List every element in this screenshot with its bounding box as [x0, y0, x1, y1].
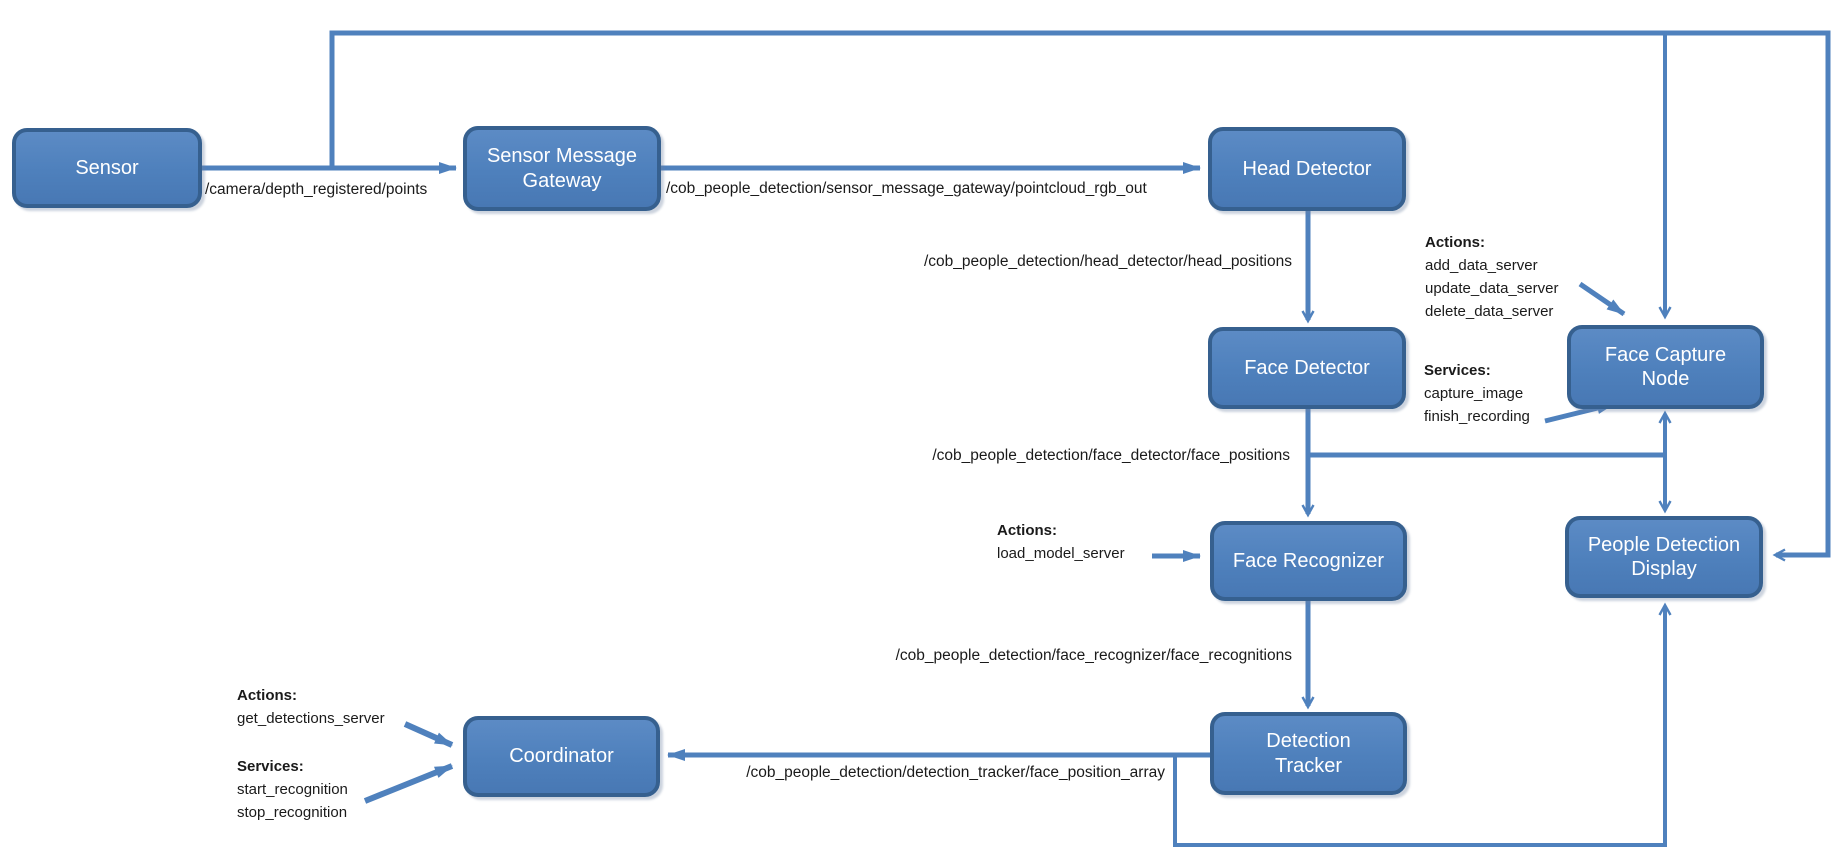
face-capture-services-annotation: Services: capture_image finish_recording	[1424, 359, 1530, 428]
node-sensor-label: Sensor	[75, 156, 139, 179]
annotation-item: capture_image	[1424, 385, 1524, 402]
face-recognizer-actions-annotation: Actions: load_model_server	[997, 519, 1125, 565]
annotation-item: update_data_server	[1425, 280, 1559, 297]
node-face-detector: Face Detector	[1208, 327, 1406, 409]
topic-face-position-array: /cob_people_detection/detection_tracker/…	[746, 764, 1165, 781]
topic-head-positions: /cob_people_detection/head_detector/head…	[924, 253, 1292, 270]
node-face-recognizer: Face Recognizer	[1210, 521, 1407, 601]
annotation-header-actions: Actions:	[1425, 234, 1485, 251]
annotation-header-actions: Actions:	[237, 687, 297, 704]
coordinator-services-annotation: Services: start_recognition stop_recogni…	[237, 755, 348, 824]
annotation-item: add_data_server	[1425, 257, 1538, 274]
node-display-label: People Detection Display	[1587, 533, 1741, 580]
arrow-actions-to-coordinator	[403, 721, 454, 748]
face-capture-actions-annotation: Actions: add_data_server update_data_ser…	[1425, 231, 1558, 323]
coordinator-actions-annotation: Actions: get_detections_server	[237, 684, 385, 730]
arrow-data-server-to-face-capture	[1578, 281, 1626, 317]
annotation-item: load_model_server	[997, 545, 1125, 562]
node-detection-tracker: Detection Tracker	[1210, 712, 1407, 795]
annotation-item: start_recognition	[237, 781, 348, 798]
edge-top-rail-to-display	[329, 30, 1831, 562]
node-face-capture-label: Face Capture Node	[1604, 343, 1727, 390]
node-head-detector: Head Detector	[1208, 127, 1406, 211]
node-detection-tracker-label: Detection Tracker	[1266, 730, 1351, 777]
annotation-item: finish_recording	[1424, 408, 1530, 425]
topic-camera-points: /camera/depth_registered/points	[205, 181, 428, 198]
node-sensor-message-gateway: Sensor Message Gateway	[463, 126, 661, 211]
node-coordinator: Coordinator	[463, 716, 660, 797]
topic-face-positions: /cob_people_detection/face_detector/face…	[932, 447, 1290, 464]
node-face-recognizer-label: Face Recognizer	[1232, 549, 1385, 572]
node-head-detector-label: Head Detector	[1242, 157, 1372, 180]
edge-tracker-to-display	[1173, 602, 1672, 847]
node-gateway-label: Sensor Message Gateway	[486, 145, 638, 192]
arrow-services-to-coordinator	[363, 763, 454, 804]
topic-pointcloud-rgb-out: /cob_people_detection/sensor_message_gat…	[666, 180, 1147, 197]
annotation-header-services: Services:	[1424, 362, 1491, 379]
annotation-item: get_detections_server	[237, 710, 385, 727]
node-coordinator-label: Coordinator	[509, 745, 614, 768]
annotation-header-actions: Actions:	[997, 522, 1057, 539]
topic-face-recognitions: /cob_people_detection/face_recognizer/fa…	[895, 647, 1292, 664]
annotation-header-services: Services:	[237, 758, 304, 775]
node-face-detector-label: Face Detector	[1244, 356, 1370, 379]
node-people-detection-display: People Detection Display	[1565, 516, 1763, 598]
annotation-item: stop_recognition	[237, 804, 348, 821]
annotation-item: delete_data_server	[1425, 303, 1554, 320]
node-sensor: Sensor	[12, 128, 202, 208]
node-face-capture: Face Capture Node	[1567, 325, 1764, 409]
